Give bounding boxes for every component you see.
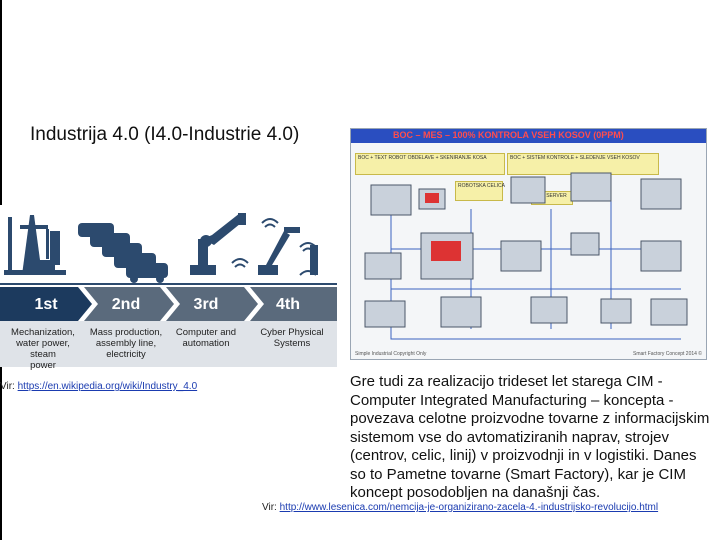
machine-icon	[370, 184, 412, 216]
stage-desc-2nd: Mass production, assembly line, electric…	[89, 327, 163, 360]
stage-desc-3rd: Computer and automation	[175, 327, 237, 349]
server-icon	[510, 176, 546, 204]
machine-icon	[364, 252, 402, 280]
monitor-icon	[570, 232, 600, 256]
cyber-physical-icon	[258, 227, 318, 275]
stage-description-band	[0, 321, 337, 367]
machine-icon	[500, 240, 542, 272]
cim-info-box: ROBOTSKA CELICA	[455, 181, 505, 201]
machine-icon	[640, 240, 682, 272]
industry-evolution-graphic	[0, 213, 337, 367]
stage-label-2nd: 2nd	[111, 296, 141, 313]
machine-icon	[530, 296, 568, 324]
wifi-icon	[231, 218, 317, 276]
cim-footer-left: Simple Industrial Copyright Only	[355, 351, 427, 357]
stage-label-3rd: 3rd	[193, 296, 219, 313]
stage-desc-1st: Mechanization, water power, steam power	[11, 327, 75, 371]
oil-derrick-icon	[4, 215, 66, 275]
slide-title: Industrija 4.0 (I4.0-Industrie 4.0)	[30, 124, 300, 145]
source-note-1: Vir: https://en.wikipedia.org/wiki/Indus…	[0, 381, 198, 392]
cim-network-graphic	[364, 172, 688, 340]
monitor-icon	[570, 172, 612, 202]
source-note-2: Vir: http://www.lesenica.com/nemcija-je-…	[262, 502, 659, 513]
cim-info-box: BOC + TEXT ROBOT OBDELAVE + SKENIRANJE K…	[355, 153, 505, 175]
source-link-lesenica[interactable]: http://www.lesenica.com/nemcija-je-organ…	[279, 502, 659, 513]
machine-icon	[650, 298, 688, 326]
machine-icon	[640, 178, 682, 210]
cim-smart-factory-diagram: BOC – MES – 100% KONTROLA VSEH KOSOV (0P…	[350, 128, 707, 360]
stage-arrows	[0, 287, 337, 321]
stage-label-4th: 4th	[276, 296, 300, 313]
source-link-wikipedia[interactable]: https://en.wikipedia.org/wiki/Industry_4…	[17, 381, 198, 392]
stage-desc-4th: Cyber Physical Systems	[260, 327, 324, 349]
cim-footer-right: Smart Factory Concept 2014 ©	[633, 351, 702, 357]
robot-arm-icon	[190, 213, 246, 275]
assembly-line-cars-icon	[78, 223, 168, 283]
cim-diagram-header: BOC – MES – 100% KONTROLA VSEH KOSOV (0P…	[351, 129, 706, 143]
stage-label-1st: 1st	[34, 296, 58, 313]
industry-evolution-figure	[0, 205, 337, 367]
machine-icon	[364, 300, 406, 328]
monitor-icon	[440, 296, 482, 328]
monitor-icon	[600, 298, 632, 324]
cim-description-paragraph: Gre tudi za realizacijo trideset let sta…	[350, 373, 710, 501]
